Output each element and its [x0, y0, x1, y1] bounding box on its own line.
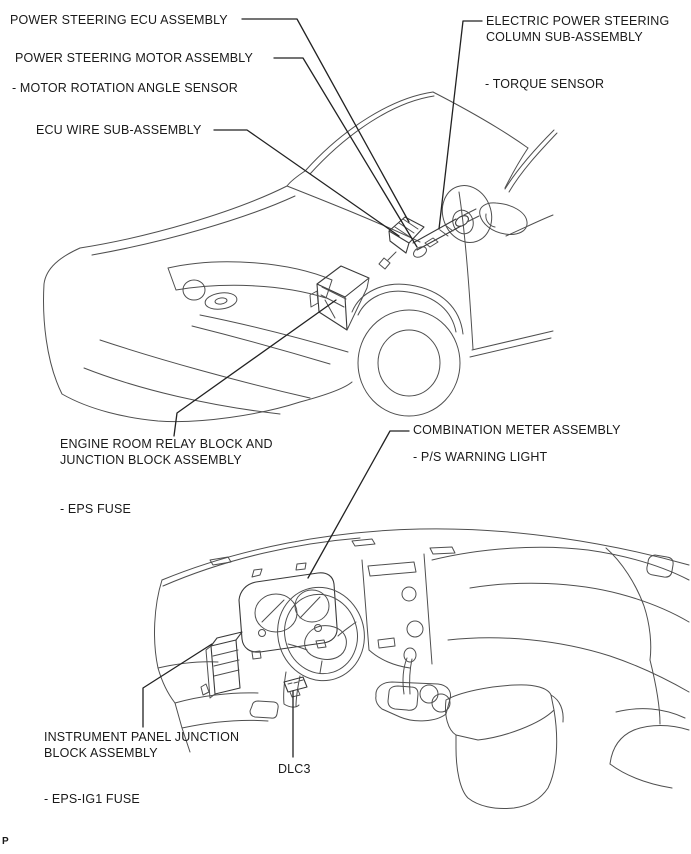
label-ps-warning-light: - P/S WARNING LIGHT	[413, 450, 548, 464]
steering-wheel-art	[277, 586, 365, 708]
label-eps-column-sub-assembly: ELECTRIC POWER STEERING COLUMN SUB-ASSEM…	[486, 14, 670, 44]
label-ecu-wire-sub-assembly: ECU WIRE SUB-ASSEMBLY	[36, 123, 202, 137]
page-marker: P	[2, 836, 9, 847]
leader-ecu-wire	[213, 129, 400, 237]
label-engine-room-relay-block: ENGINE ROOM RELAY BLOCK AND JUNCTION BLO…	[60, 437, 273, 467]
engine-room-relay-block-art	[309, 265, 370, 331]
label-eps-fuse: - EPS FUSE	[60, 502, 131, 516]
label-dlc3: DLC3	[278, 762, 311, 776]
leader-lines-top	[173, 18, 483, 437]
dashboard-illustration	[154, 528, 690, 809]
combination-meter-art	[238, 562, 338, 660]
leader-ip-junction-block	[142, 643, 213, 728]
leader-power-steering-ecu	[241, 18, 410, 223]
ip-junction-block-art	[200, 631, 243, 699]
label-power-steering-motor-assembly: POWER STEERING MOTOR ASSEMBLY	[15, 51, 253, 65]
leader-engine-room-relay	[173, 299, 337, 437]
label-motor-rotation-angle-sensor: - MOTOR ROTATION ANGLE SENSOR	[12, 81, 238, 95]
steering-column-assembly-art	[378, 208, 480, 270]
dlc3-connector-art	[283, 676, 308, 698]
label-ip-junction-block-assembly: INSTRUMENT PANEL JUNCTION BLOCK ASSEMBLY	[44, 730, 240, 760]
label-eps-ig1-fuse: - EPS-IG1 FUSE	[44, 792, 140, 806]
leader-combination-meter	[307, 430, 410, 579]
label-torque-sensor: - TORQUE SENSOR	[485, 77, 605, 91]
label-power-steering-ecu-assembly: POWER STEERING ECU ASSEMBLY	[10, 13, 228, 27]
leader-power-steering-motor	[273, 57, 418, 248]
leader-eps-column	[438, 20, 483, 230]
shifter-art	[375, 647, 451, 722]
leader-lines-bottom	[142, 430, 410, 758]
car-front-illustration	[43, 91, 558, 423]
label-combination-meter-assembly: COMBINATION METER ASSEMBLY	[413, 423, 621, 437]
